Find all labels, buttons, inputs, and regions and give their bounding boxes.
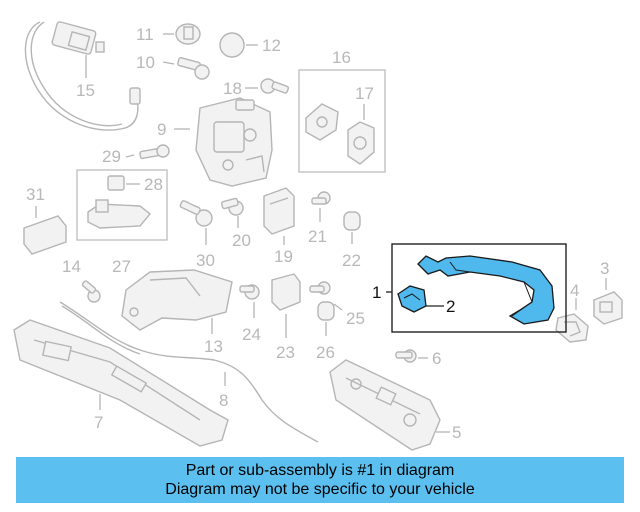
part-31-connector	[23, 215, 67, 255]
label-2: 2	[446, 297, 455, 316]
label-19: 19	[274, 247, 293, 266]
part-23-striker	[271, 273, 301, 311]
label-29: 29	[102, 147, 121, 166]
part-28-clip	[107, 175, 125, 191]
label-30: 30	[196, 251, 215, 270]
label-27: 27	[112, 257, 131, 276]
part-19-striker	[263, 187, 295, 235]
part-1-handle[interactable]	[417, 255, 555, 325]
label-21: 21	[308, 227, 327, 246]
part-13-bracket	[121, 269, 233, 331]
part-18-bolt	[260, 78, 290, 94]
label-12: 12	[262, 36, 281, 55]
part-27-box	[76, 169, 168, 241]
label-11: 11	[136, 25, 154, 44]
part-30-bolt	[179, 200, 213, 227]
part-14-bolt	[81, 280, 101, 303]
part-4-gasket	[555, 313, 589, 343]
part-27-switch	[87, 199, 151, 229]
part-10-bolt	[177, 57, 210, 80]
label-23: 23	[276, 343, 295, 362]
part-20-bolt	[220, 197, 244, 216]
label-25: 25	[346, 309, 365, 328]
label-26: 26	[316, 343, 335, 362]
part-2-cover[interactable]	[397, 285, 427, 313]
part-25-bolt	[309, 281, 331, 295]
part-3-cap	[593, 291, 623, 325]
banner-line-2: Diagram may not be specific to your vehi…	[165, 481, 475, 498]
label-5: 5	[452, 423, 461, 442]
part-5-frame	[329, 359, 441, 451]
part-29-bolt	[139, 144, 170, 160]
label-9: 9	[157, 120, 166, 139]
part-16-plate	[305, 103, 339, 141]
part-26-plug	[317, 301, 335, 321]
part-22-plug	[343, 211, 361, 231]
part-17-plate	[347, 121, 375, 165]
label-7: 7	[94, 413, 103, 432]
part-8-cable	[59, 301, 319, 443]
part-12-plug	[219, 32, 245, 58]
label-31: 31	[26, 185, 45, 204]
label-16: 16	[332, 48, 351, 67]
part-11-plug	[175, 23, 201, 45]
label-22: 22	[342, 251, 361, 270]
label-6: 6	[432, 349, 441, 368]
label-17: 17	[355, 84, 374, 103]
label-18: 18	[223, 79, 242, 98]
label-10: 10	[136, 53, 155, 72]
banner-line-1: Part or sub-assembly is #1 in diagram	[185, 462, 455, 479]
part-16-box	[298, 69, 386, 173]
label-24: 24	[242, 325, 261, 344]
label-8: 8	[219, 391, 228, 410]
label-14: 14	[62, 257, 81, 276]
part-15-cable	[24, 21, 141, 131]
part-7-bezel	[13, 319, 229, 447]
label-28: 28	[144, 175, 163, 194]
part-6-screw	[395, 349, 417, 363]
label-3: 3	[600, 259, 609, 278]
part-24-bolt	[239, 284, 260, 300]
info-banner: Part or sub-assembly is #1 in diagram Di…	[16, 457, 624, 503]
part-21-bolt	[311, 191, 331, 205]
label-4: 4	[570, 281, 579, 300]
part-9-latch	[195, 97, 273, 187]
part-1-box	[391, 243, 567, 333]
label-15: 15	[76, 81, 95, 100]
label-1: 1	[372, 283, 381, 302]
label-13: 13	[204, 337, 223, 356]
label-20: 20	[232, 231, 251, 250]
